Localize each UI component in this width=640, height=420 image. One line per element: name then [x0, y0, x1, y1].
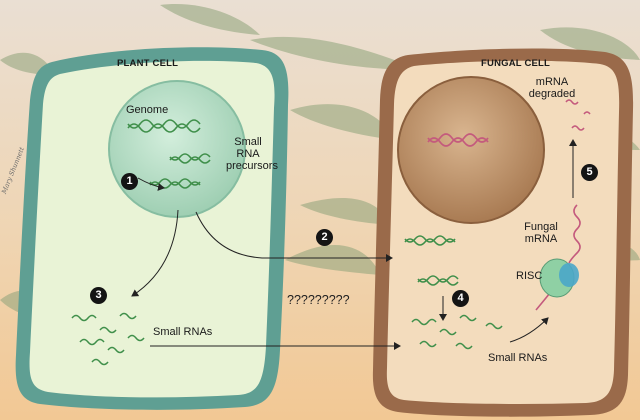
arrows	[131, 139, 577, 350]
fungal-small-rna-duplexes	[404, 235, 459, 286]
fungal-genome-dna	[427, 133, 489, 147]
fungal-small-rnas	[411, 314, 503, 350]
fungal-mrna-label: Fungal mRNA	[521, 221, 561, 245]
plant-small-rnas-label: Small RNAs	[153, 326, 213, 338]
degraded-mrna-fragments	[565, 99, 591, 131]
plant-nucleus	[108, 80, 246, 218]
precursors-line-3: precursors	[226, 160, 278, 172]
step-3-marker: 3	[90, 287, 107, 304]
risc-label: RISC	[516, 270, 543, 282]
mrna-degraded-line-1: mRNA	[535, 76, 569, 88]
step-5-marker: 5	[581, 164, 598, 181]
mrna-degraded-label: mRNA degraded	[526, 76, 578, 100]
plant-cell-title: PLANT CELL	[117, 58, 179, 69]
plant-genome-dna	[127, 119, 201, 133]
mrna-degraded-line-2: degraded	[528, 88, 576, 100]
risc-complex	[539, 258, 579, 298]
small-rna-precursors-label: Small RNA precursors	[226, 136, 278, 172]
step-4-marker: 4	[452, 290, 469, 307]
fungal-cell-title: FUNGAL CELL	[481, 58, 551, 69]
small-rna-precursors	[149, 153, 211, 189]
unknown-transfer-question: ?????????	[287, 293, 350, 307]
precursors-line-2: RNA	[236, 148, 260, 160]
step-2-marker: 2	[316, 229, 333, 246]
genome-label: Genome	[126, 104, 169, 116]
fungal-mrna-line-2: mRNA	[524, 233, 558, 245]
step-1-marker: 1	[121, 173, 138, 190]
fungal-mrna-line-1: Fungal	[524, 221, 558, 233]
fungal-nucleus	[397, 76, 545, 224]
plant-small-rnas	[71, 312, 145, 366]
precursors-line-1: Small	[234, 136, 262, 148]
fungal-small-rnas-label: Small RNAs	[488, 352, 548, 364]
